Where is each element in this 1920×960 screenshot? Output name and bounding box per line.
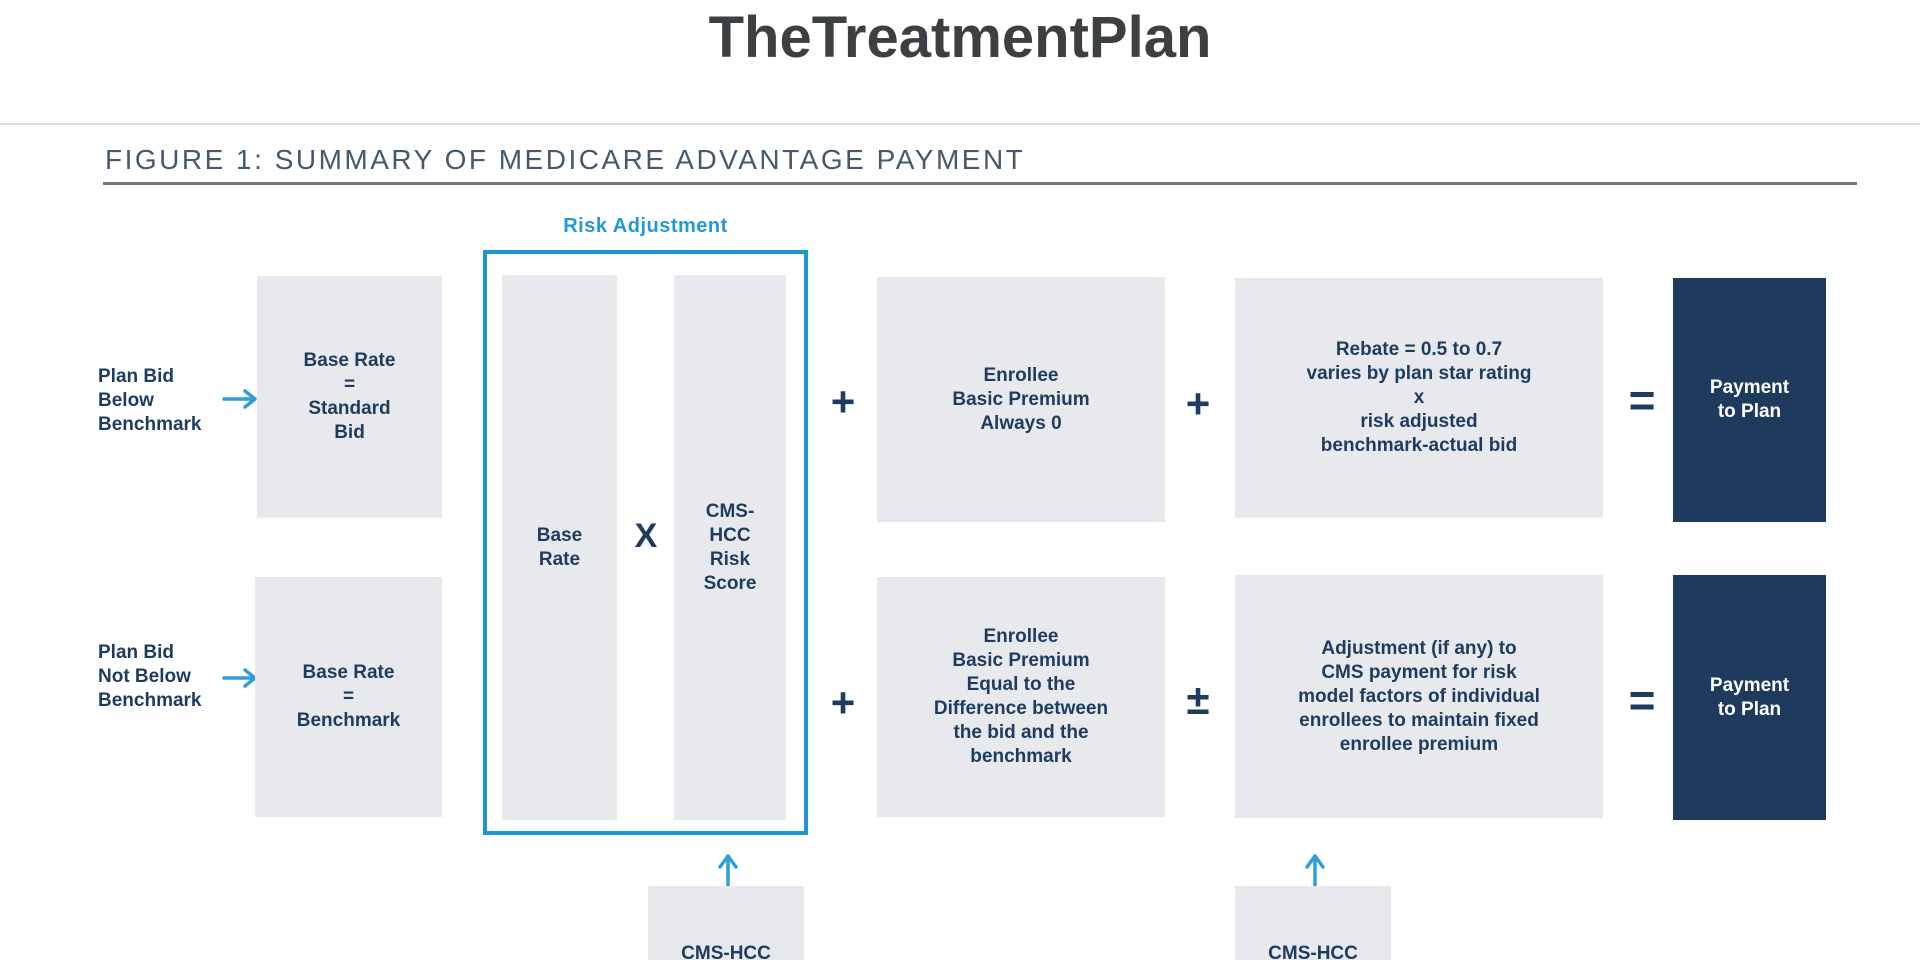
- risk-adjustment-label: Risk Adjustment: [563, 215, 728, 237]
- up-arrow-icon: [1303, 852, 1327, 893]
- payment-to-plan-box-bottom: Payment to Plan: [1673, 575, 1826, 820]
- cms-adjustment-box: Adjustment (if any) to CMS payment for r…: [1235, 575, 1603, 818]
- payment-to-plan-box-top: Payment to Plan: [1673, 278, 1826, 522]
- plus-symbol-top-1: +: [830, 378, 856, 425]
- enrollee-premium-difference-box: Enrollee Basic Premium Equal to the Diff…: [877, 577, 1165, 817]
- site-title: TheTreatmentPlan: [708, 5, 1212, 70]
- base-rate-benchmark-box: Base Rate = Benchmark: [255, 577, 442, 817]
- figure-title-underline: [103, 182, 1857, 185]
- header-separator-line: [0, 123, 1920, 125]
- base-rate-column: Base Rate: [502, 275, 617, 820]
- base-rate-standard-bid-box: Base Rate = Standard Bid: [257, 276, 442, 518]
- condition-label-bid-not-below-benchmark: Plan Bid Not Below Benchmark: [98, 642, 202, 711]
- multiply-symbol: X: [634, 517, 658, 555]
- plus-minus-symbol: ±: [1186, 676, 1210, 723]
- plus-symbol-bottom: +: [830, 679, 856, 726]
- condition-label-bid-below-benchmark: Plan Bid Below Benchmark: [98, 366, 202, 435]
- cms-hcc-risk-score-column: CMS- HCC Risk Score: [674, 275, 786, 820]
- equals-symbol-top: =: [1628, 374, 1656, 426]
- equals-symbol-bottom: =: [1628, 674, 1656, 726]
- plus-symbol-top-2: +: [1185, 380, 1211, 427]
- enrollee-premium-always0-box: Enrollee Basic Premium Always 0: [877, 277, 1165, 522]
- cms-hcc-feed-box-left: CMS-HCC: [648, 886, 804, 960]
- rebate-box: Rebate = 0.5 to 0.7 varies by plan star …: [1235, 278, 1603, 518]
- cms-hcc-feed-box-right: CMS-HCC: [1235, 886, 1391, 960]
- up-arrow-icon: [716, 852, 740, 893]
- figure-title: FIGURE 1: SUMMARY OF MEDICARE ADVANTAGE …: [105, 144, 1026, 175]
- right-arrow-icon: [222, 387, 260, 416]
